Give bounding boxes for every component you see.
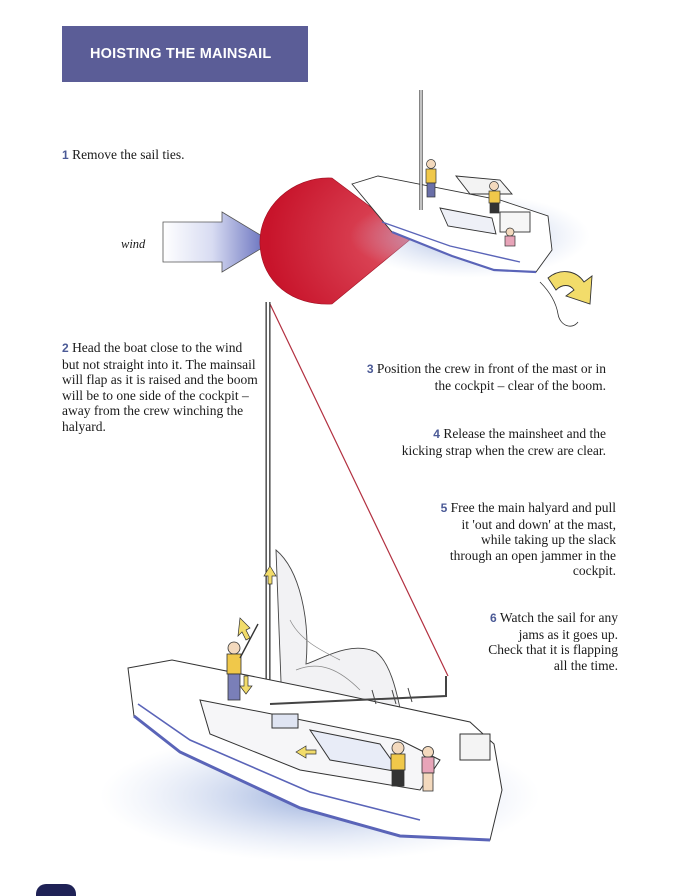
top-crew-figures [425,159,516,247]
step-6: 6 Watch the sail for any jams as it goes… [482,610,618,673]
step-text: Watch the sail for any jams as it goes u… [488,610,618,673]
pull-arrow-icon [237,617,251,641]
step-number: 6 [490,611,497,625]
step-text: Remove the sail ties. [72,147,185,162]
hoist-arrow-icon [263,565,277,585]
down-arrow-icon [239,675,253,695]
step-number: 5 [440,501,448,515]
step-number: 4 [433,427,440,441]
step-2: 2 Head the boat close to the wind but no… [62,340,258,434]
step-text: Release the mainsheet and the kicking st… [401,426,606,458]
step-5: 5 Free the main halyard and pull it 'out… [440,500,616,579]
step-3: 3 Position the crew in front of the mast… [360,361,606,393]
section-title: HOISTING THE MAINSAIL [90,46,272,62]
no-go-zone [259,177,413,305]
turn-arrow-icon [539,271,593,327]
mainsail [275,549,401,709]
step-4: 4 Release the mainsheet and the kicking … [392,426,606,458]
main-crew-figures [226,623,435,792]
step-text: Position the crew in front of the mast o… [376,361,606,393]
top-boat [351,175,553,274]
page-tab [36,884,76,896]
step-number: 1 [62,148,69,162]
forestay [269,303,449,677]
step-1: 1 Remove the sail ties. [62,147,282,164]
step-number: 3 [366,362,374,376]
slack-arrow-icon [295,745,317,759]
step-text: Free the main halyard and pull it 'out a… [449,500,616,578]
wind-label: wind [121,237,146,251]
wind-arrow-icon [162,211,273,273]
step-text: Head the boat close to the wind but not … [62,340,258,434]
step-number: 2 [62,341,69,355]
section-header: HOISTING THE MAINSAIL [62,26,308,82]
